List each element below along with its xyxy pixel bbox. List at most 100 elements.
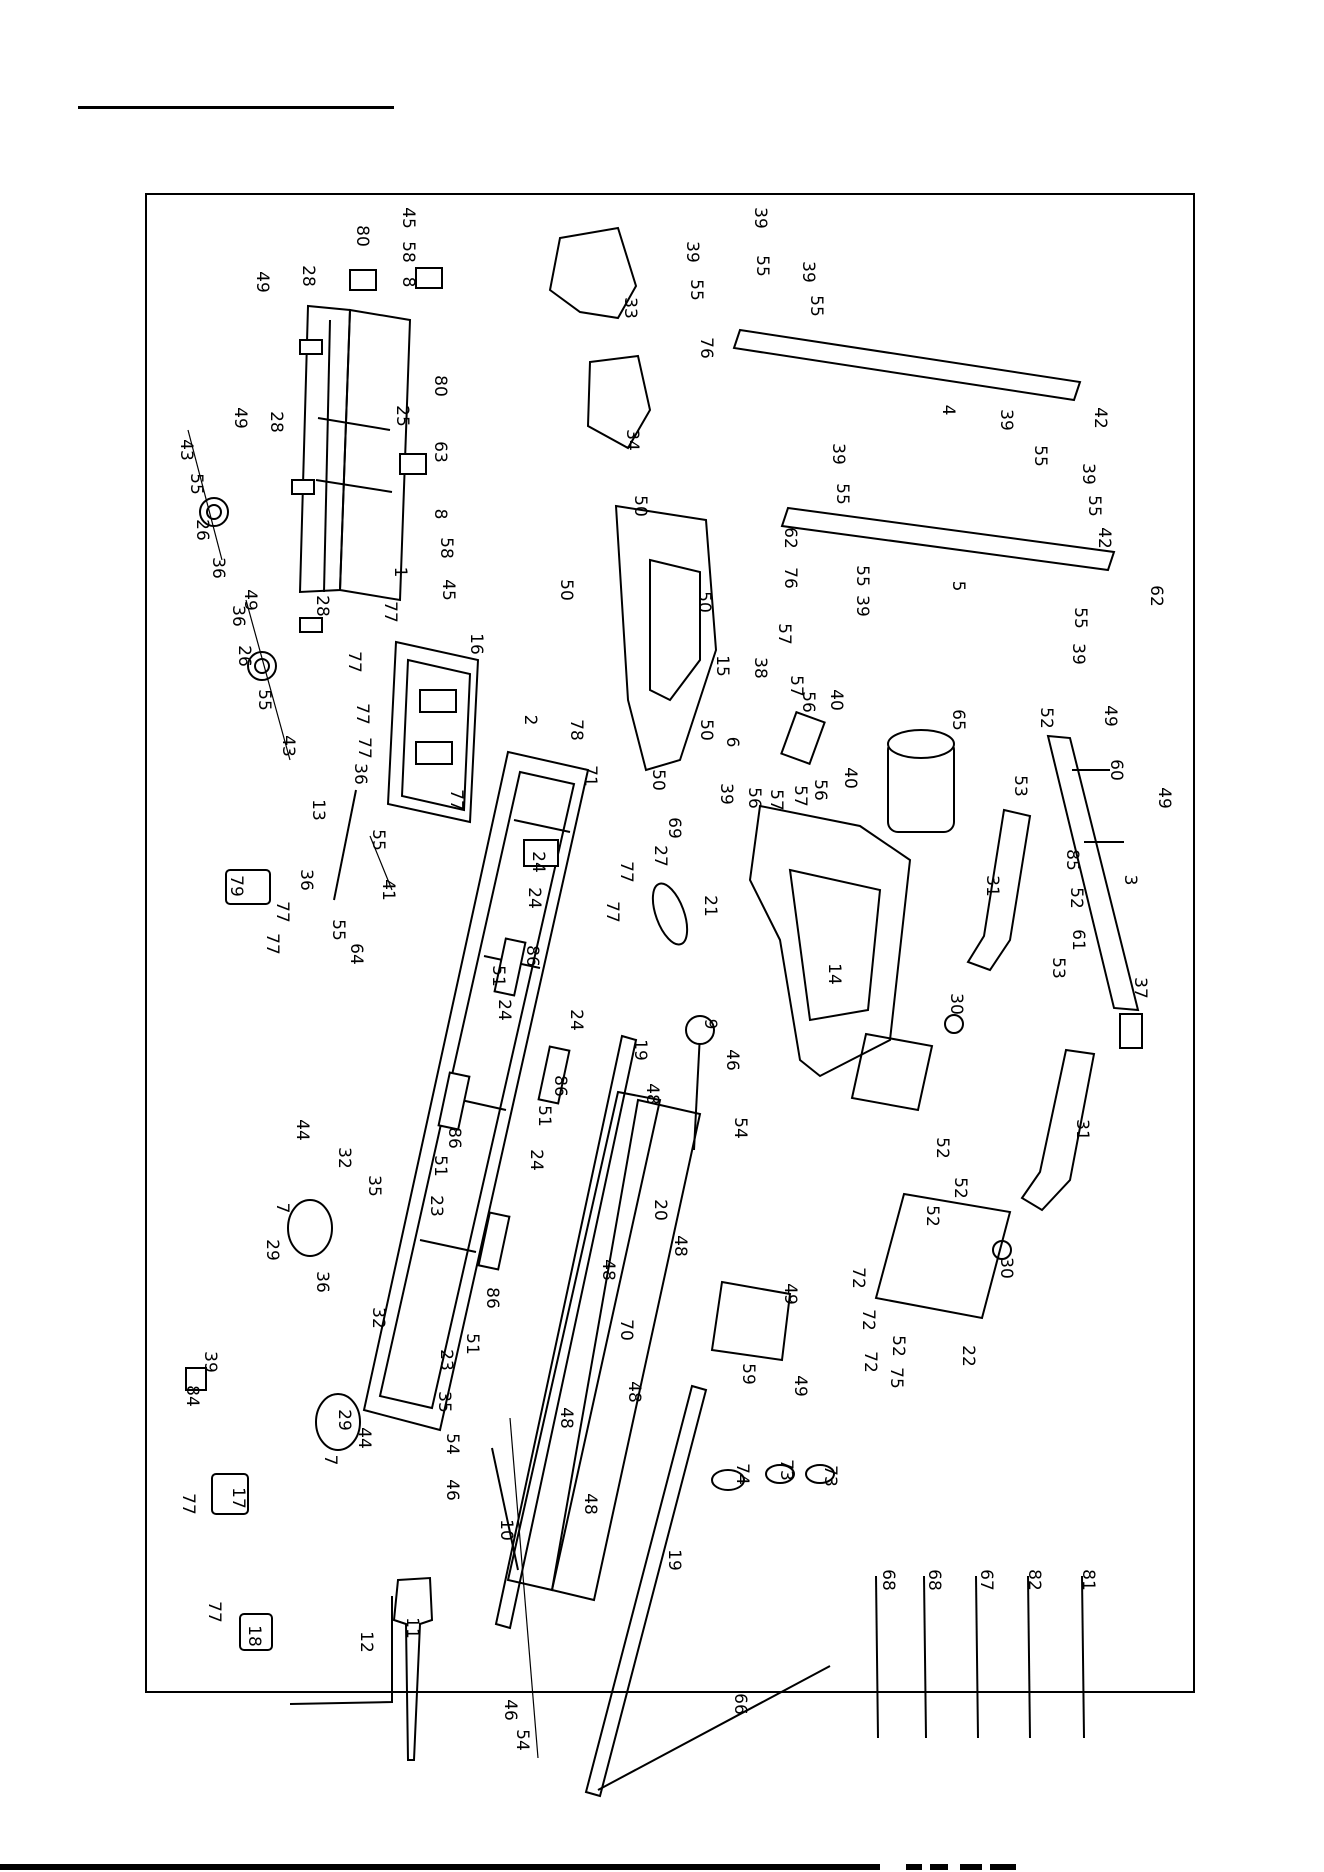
part-label-77: 77: [178, 1493, 198, 1515]
part-label-81: 81: [1078, 1569, 1098, 1591]
part-label-51: 51: [488, 965, 508, 987]
part-label-49: 49: [1100, 705, 1120, 727]
part-label-39: 39: [682, 241, 702, 263]
part-label-26: 26: [234, 645, 254, 667]
part-label-66: 66: [730, 1693, 750, 1715]
part-label-52: 52: [922, 1205, 942, 1227]
part-label-86: 86: [444, 1127, 464, 1149]
part-label-50: 50: [648, 769, 668, 791]
part-label-43: 43: [176, 439, 196, 461]
part-label-54: 54: [512, 1729, 532, 1751]
wheel-lower: [247, 651, 277, 681]
part-label-77: 77: [204, 1601, 224, 1623]
part-label-2: 2: [520, 715, 540, 726]
part-label-36: 36: [312, 1271, 332, 1293]
part-label-77: 77: [262, 933, 282, 955]
part-label-51: 51: [430, 1155, 450, 1177]
upright-left: [732, 328, 1082, 402]
parts-linework: [185, 226, 1143, 1798]
part-label-40: 40: [826, 689, 846, 711]
main-deck-frame: [362, 750, 590, 1432]
part-label-77: 77: [616, 861, 636, 883]
part-label-48: 48: [580, 1493, 600, 1515]
part-label-48: 48: [670, 1235, 690, 1257]
cable-68a: [875, 1575, 879, 1739]
part-label-69: 69: [664, 817, 684, 839]
part-label-57: 57: [766, 789, 786, 811]
cable-81: [1081, 1575, 1085, 1739]
part-label-76: 76: [780, 567, 800, 589]
part-label-65: 65: [948, 709, 968, 731]
part-label-76: 76: [696, 337, 716, 359]
part-label-56: 56: [798, 691, 818, 713]
part-label-52: 52: [888, 1335, 908, 1357]
part-label-37: 37: [1130, 977, 1150, 999]
part-label-8: 8: [398, 277, 418, 288]
part-label-50: 50: [630, 495, 650, 517]
part-label-48: 48: [624, 1381, 644, 1403]
part-label-5: 5: [948, 581, 968, 592]
part-label-29: 29: [262, 1239, 282, 1261]
allen-key: [289, 1596, 393, 1705]
part-label-78: 78: [566, 719, 586, 741]
bushing-73b: [805, 1464, 835, 1484]
handlebar-grip-lower: [1020, 1048, 1096, 1212]
part-label-33: 33: [620, 297, 640, 319]
part-label-48: 48: [642, 1083, 662, 1105]
part-label-58: 58: [436, 537, 456, 559]
part-label-46: 46: [722, 1049, 742, 1071]
part-label-52: 52: [1036, 707, 1056, 729]
part-label-36: 36: [228, 605, 248, 627]
part-label-35: 35: [364, 1175, 384, 1197]
end-cap-29-lower: [315, 1393, 361, 1451]
part-label-42: 42: [1090, 407, 1110, 429]
part-label-73: 73: [820, 1465, 840, 1487]
part-label-56: 56: [744, 787, 764, 809]
part-label-34: 34: [622, 429, 642, 451]
part-label-41: 41: [378, 879, 398, 901]
part-label-84: 84: [182, 1385, 202, 1407]
console-display: [850, 1032, 934, 1112]
part-label-57: 57: [786, 675, 806, 697]
part-label-30: 30: [946, 993, 966, 1015]
part-label-62: 62: [1146, 585, 1166, 607]
part-label-55: 55: [1084, 495, 1104, 517]
motor-hood-base: [586, 354, 652, 450]
part-label-39: 39: [716, 783, 736, 805]
part-label-15: 15: [712, 655, 732, 677]
part-label-17: 17: [228, 1487, 248, 1509]
part-label-64: 64: [346, 943, 366, 965]
part-label-18: 18: [244, 1625, 264, 1647]
cable-67: [975, 1575, 979, 1739]
part-label-77: 77: [602, 901, 622, 923]
part-label-48: 48: [556, 1407, 576, 1429]
end-cap-29-upper: [287, 1199, 333, 1257]
part-label-49: 49: [780, 1283, 800, 1305]
part-label-86: 86: [522, 945, 542, 967]
part-label-39: 39: [828, 443, 848, 465]
part-label-24: 24: [526, 1149, 546, 1171]
rear-roller: [491, 1447, 519, 1571]
lift-shock: [333, 789, 357, 901]
cable-68b: [923, 1575, 927, 1739]
part-label-52: 52: [950, 1177, 970, 1199]
part-label-63: 63: [430, 441, 450, 463]
part-label-77: 77: [446, 789, 466, 811]
clip-84: [185, 1367, 207, 1391]
part-label-67: 67: [976, 1569, 996, 1591]
part-label-79: 79: [226, 875, 246, 897]
part-label-22: 22: [958, 1345, 978, 1367]
part-label-86: 86: [482, 1287, 502, 1309]
part-label-24: 24: [494, 999, 514, 1021]
part-label-80: 80: [352, 225, 372, 247]
part-label-25: 25: [392, 405, 412, 427]
part-label-58: 58: [398, 241, 418, 263]
part-label-86: 86: [550, 1075, 570, 1097]
part-label-51: 51: [534, 1105, 554, 1127]
part-label-46: 46: [500, 1699, 520, 1721]
part-label-49: 49: [240, 589, 260, 611]
console-bracket: [780, 710, 826, 766]
part-label-39: 39: [1068, 643, 1088, 665]
